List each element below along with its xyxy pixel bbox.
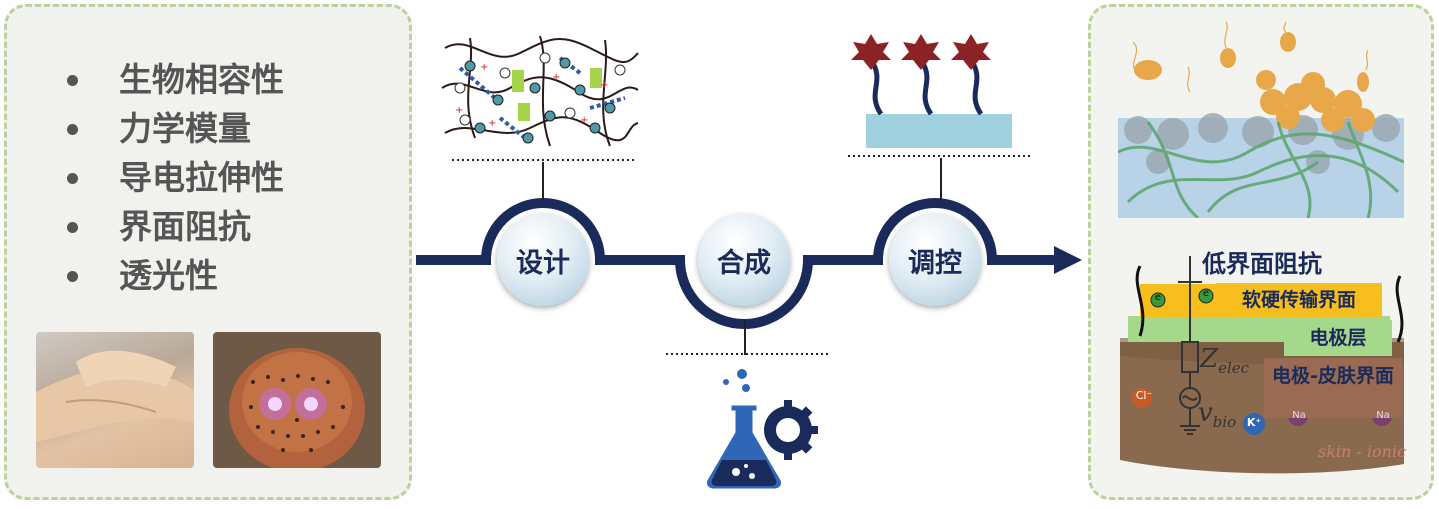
step-synthesis: 合成 <box>698 214 790 306</box>
z-subscript: elec <box>1218 359 1250 378</box>
svg-text:+: + <box>455 105 463 116</box>
property-item: 透光性 <box>67 251 284 300</box>
property-list: 生物相容性 力学模量 导电拉伸性 界面阻抗 透光性 <box>67 55 284 300</box>
electrode-layer-label: 电极层 <box>1284 320 1392 356</box>
property-item: 力学模量 <box>67 104 284 153</box>
impedance-symbol: Zelec <box>1200 344 1249 377</box>
property-label: 透光性 <box>119 256 218 295</box>
electrode-skin-interface-label: 电极-皮肤界面 <box>1264 358 1402 418</box>
electron-label: e <box>1154 292 1162 303</box>
svg-text:+: + <box>552 72 560 83</box>
soft-hard-interface-label: 软硬传输界面 <box>1216 283 1382 317</box>
property-item: 生物相容性 <box>67 55 284 104</box>
flask-gear-icon <box>704 369 818 492</box>
arm-photo <box>36 332 194 468</box>
property-item: 界面阻抗 <box>67 202 284 251</box>
v-subscript: bio <box>1212 413 1237 432</box>
bullet-icon <box>67 173 78 184</box>
step-tuning: 调控 <box>889 214 981 306</box>
property-label: 导电拉伸性 <box>119 158 284 197</box>
v-letter: v <box>1198 398 1213 428</box>
potential-symbol: vbio <box>1198 398 1236 431</box>
svg-text:+: + <box>488 118 496 129</box>
polymer-network-icon: + + + + + + <box>441 35 639 147</box>
property-label: 力学模量 <box>119 109 251 148</box>
low-impedance-label: 低界面阻抗 <box>1202 250 1322 278</box>
step-design: 设计 <box>497 214 589 306</box>
svg-text:+: + <box>480 62 488 73</box>
bacteria-fiber-illustration <box>1118 22 1404 218</box>
bullet-icon <box>67 271 78 282</box>
z-letter: Z <box>1200 344 1219 374</box>
sodium-ion-label: Na <box>1292 410 1306 421</box>
potassium-ion-label: K⁺ <box>1246 416 1262 429</box>
property-item: 导电拉伸性 <box>67 153 284 202</box>
arrow-head-icon <box>1054 246 1082 274</box>
chloride-ion-label: Cl⁻ <box>1135 389 1153 402</box>
face-photo <box>213 332 381 468</box>
bullet-icon <box>67 222 78 233</box>
property-label: 生物相容性 <box>119 60 284 99</box>
bullet-icon <box>67 75 78 86</box>
svg-text:+: + <box>600 80 608 91</box>
property-label: 界面阻抗 <box>119 207 251 246</box>
svg-text:+: + <box>580 115 588 126</box>
skin-ionic-label: skin - ionic <box>1318 442 1407 461</box>
surface-grafting-icon <box>851 34 1012 148</box>
electron-label: e <box>1202 288 1210 299</box>
bullet-icon <box>67 124 78 135</box>
sodium-ion-label: Na <box>1376 410 1390 421</box>
